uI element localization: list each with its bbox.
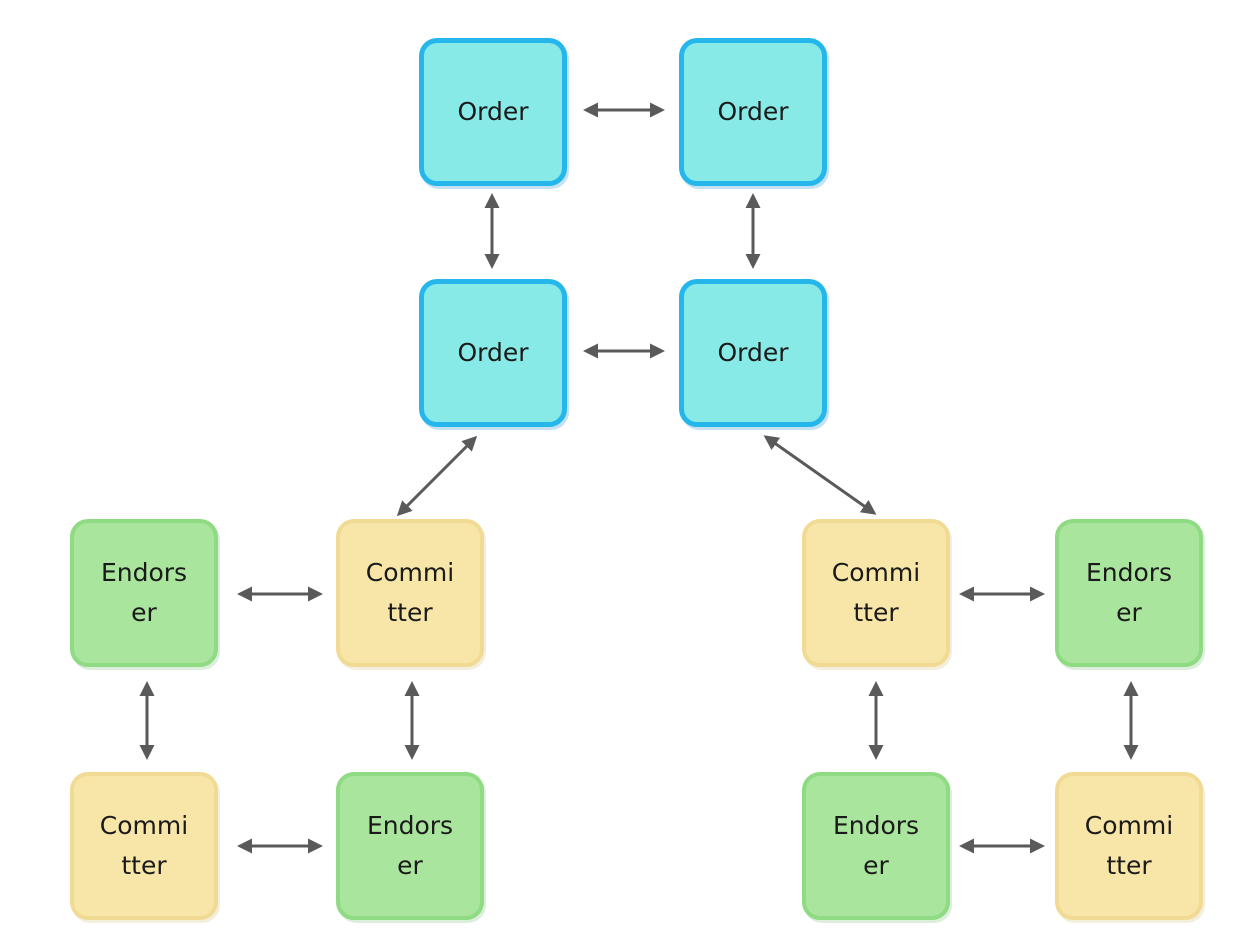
- right-committer-node-bottom: Committer: [1055, 772, 1203, 920]
- left-committer-node-bottom: Committer: [70, 772, 218, 920]
- left-endorser-node-top: Endorser: [70, 519, 218, 667]
- right-committer-node-top: Committer: [802, 519, 950, 667]
- committer-node-label: Committer: [831, 558, 921, 627]
- committer-node-label: Committer: [1084, 811, 1174, 880]
- endorser-node-label: Endorser: [1085, 558, 1173, 627]
- committer-node-label: Committer: [365, 558, 455, 627]
- orderer-node-top-left: Order: [419, 38, 567, 186]
- left-endorser-node-bottom: Endorser: [336, 772, 484, 920]
- arrow-orderer-to-right-committer: [763, 435, 877, 515]
- left-committer-node-top: Committer: [336, 519, 484, 667]
- orderer-node-top-right: Order: [679, 38, 827, 186]
- endorser-node-label: Endorser: [366, 811, 454, 880]
- arrow-orderer-to-left-committer: [396, 435, 478, 517]
- orderer-node-label: Order: [717, 97, 789, 126]
- committer-node-label: Committer: [99, 811, 189, 880]
- orderer-node-bottom-left: Order: [419, 279, 567, 427]
- endorser-node-label: Endorser: [832, 811, 920, 880]
- right-endorser-node-top: Endorser: [1055, 519, 1203, 667]
- orderer-node-label: Order: [457, 97, 529, 126]
- orderer-node-label: Order: [717, 338, 789, 367]
- endorser-node-label: Endorser: [100, 558, 188, 627]
- orderer-node-bottom-right: Order: [679, 279, 827, 427]
- right-endorser-node-bottom: Endorser: [802, 772, 950, 920]
- orderer-node-label: Order: [457, 338, 529, 367]
